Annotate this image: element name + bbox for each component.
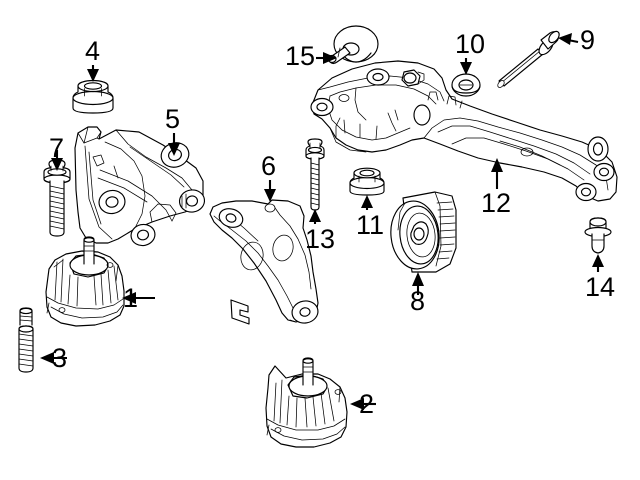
callout-leader-15 xyxy=(316,52,337,64)
callout-leader-4 xyxy=(87,65,99,82)
callout-leader-11 xyxy=(361,195,373,210)
callout-number-1: 1 xyxy=(123,283,139,313)
part-stud-bolt xyxy=(18,307,34,373)
callout-leader-5 xyxy=(168,133,180,156)
callout-number-12: 12 xyxy=(481,188,512,218)
callout-number-3: 3 xyxy=(52,343,68,373)
part-push-pin-clip xyxy=(584,217,612,254)
callout-number-15: 15 xyxy=(285,41,316,71)
part-flange-bolt-short xyxy=(43,159,71,237)
callout-leader-9 xyxy=(558,33,579,45)
callout-leader-14 xyxy=(592,254,604,272)
callout-number-6: 6 xyxy=(261,151,277,181)
part-flange-nut-lower xyxy=(349,167,385,196)
callout-number-5: 5 xyxy=(165,104,181,134)
part-transmission-crossmember xyxy=(310,60,618,202)
callout-number-4: 4 xyxy=(85,36,101,66)
callout-leader-13 xyxy=(309,209,321,224)
part-flange-nut-upper xyxy=(72,79,114,114)
callout-number-14: 14 xyxy=(585,272,616,302)
callout-number-9: 9 xyxy=(580,25,596,55)
callout-leader-2 xyxy=(350,398,376,410)
part-engine-mount-right xyxy=(265,357,348,448)
part-engine-mount-bracket xyxy=(74,126,206,247)
callout-number-8: 8 xyxy=(410,286,426,316)
callout-leader-10 xyxy=(460,58,472,75)
part-engine-mount-left xyxy=(45,236,125,327)
part-washer-grommet xyxy=(451,73,481,97)
part-flange-bolt-long xyxy=(305,138,325,211)
part-transmission-mount-bushing xyxy=(390,191,457,273)
part-rubber-bump-stop xyxy=(327,25,379,65)
callout-leader-7 xyxy=(51,150,63,171)
callout-number-7: 7 xyxy=(49,133,65,163)
callout-number-11: 11 xyxy=(356,210,385,240)
callout-leader-3 xyxy=(40,352,67,364)
callout-leader-12 xyxy=(491,158,503,189)
callout-number-13: 13 xyxy=(305,224,336,254)
callout-leader-6 xyxy=(264,180,276,202)
part-support-bracket xyxy=(209,199,319,325)
callout-leader-8 xyxy=(412,272,424,295)
part-long-shank-bolt xyxy=(497,30,560,88)
callout-number-10: 10 xyxy=(455,29,486,59)
callout-number-2: 2 xyxy=(359,389,375,419)
callout-leader-1 xyxy=(122,292,155,304)
